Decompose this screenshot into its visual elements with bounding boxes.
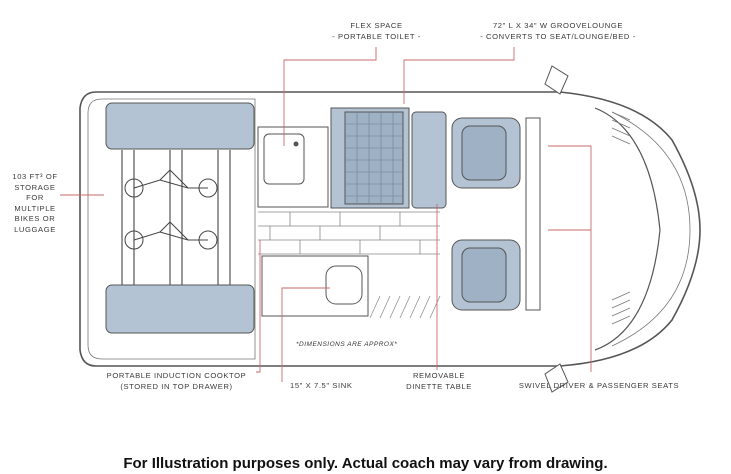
flex-space-title: FLEX SPACE — [350, 21, 403, 30]
van-body-outline — [79, 91, 701, 367]
seats-label: SWIVEL DRIVER & PASSENGER SEATS — [518, 381, 680, 390]
groovelounge-grid — [344, 111, 404, 205]
toilet-knob — [293, 141, 299, 147]
rear-cushion-top — [105, 102, 255, 150]
storage-line-3: FOR — [26, 193, 44, 202]
disclaimer-footer: For Illustration purposes only. Actual c… — [123, 455, 608, 472]
mirror-top — [544, 65, 569, 95]
dinette-title: REMOVABLE — [412, 371, 466, 380]
bike-rails — [121, 150, 231, 285]
flex-space-subtitle: - PORTABLE TOILET - — [332, 31, 421, 41]
leader-lines — [60, 47, 592, 382]
storage-line-2: STORAGE — [14, 182, 56, 192]
groovelounge-title: 72" L X 34" W GROOVELOUNGE — [492, 21, 623, 30]
bikes — [124, 169, 218, 250]
groovelounge-subtitle: - CONVERTS TO SEAT/LOUNGE/BED - — [480, 31, 636, 41]
rear-cushion-bottom — [105, 284, 255, 334]
storage-line-1: 103 FT³ OF — [12, 172, 58, 181]
hood-line — [611, 111, 691, 347]
cooktop-title: PORTABLE INDUCTION COOKTOP — [106, 371, 247, 380]
driver-seat-cushion — [461, 125, 507, 181]
groovelounge-mesh — [345, 112, 403, 204]
sink-basin — [325, 265, 363, 305]
storage-label: 103 FT³ OF STORAGE FOR MULTIPLE BIKES OR… — [6, 172, 64, 235]
flex-space-label: FLEX SPACE - PORTABLE TOILET - — [324, 21, 429, 42]
storage-line-5: BIKES OR — [14, 214, 56, 223]
passenger-seat-cushion — [461, 247, 507, 303]
floor-planks — [258, 211, 440, 255]
hatched-floor — [369, 295, 441, 319]
cooktop-subtitle: (STORED IN TOP DRAWER) — [120, 381, 233, 391]
storage-line-4: MULTIPLE — [14, 203, 56, 213]
van-body-inner-outline — [87, 98, 256, 360]
hood-vents — [611, 111, 631, 325]
groovelounge-label: 72" L X 34" W GROOVELOUNGE - CONVERTS TO… — [448, 21, 668, 42]
dimensions-note: *DIMENSIONS ARE APPROX* — [296, 341, 398, 348]
dinette-subtitle: DINETTE TABLE — [406, 381, 472, 391]
windshield — [594, 107, 661, 351]
storage-line-6: LUGGAGE — [14, 224, 56, 234]
sink-label: 15" X 7.5" SINK — [290, 381, 353, 390]
mirror-bottom — [544, 363, 569, 393]
dashboard — [525, 117, 541, 311]
dinette-label: REMOVABLE DINETTE TABLE — [398, 371, 480, 392]
cooktop-label: PORTABLE INDUCTION COOKTOP (STORED IN TO… — [94, 371, 259, 392]
lounge-backrest — [411, 111, 447, 209]
